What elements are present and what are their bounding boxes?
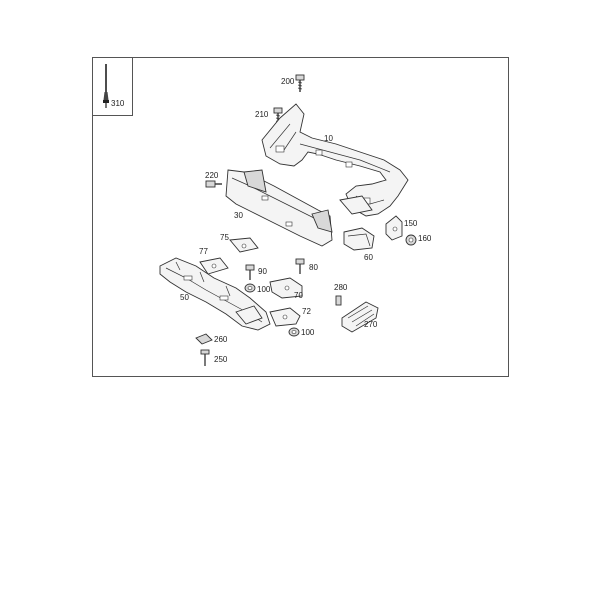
fastener-rod-icon [103,64,109,108]
callout-210: 210 [255,110,269,119]
clip-icon-260 [195,333,213,345]
bracket-77 [199,257,229,275]
washer-icon-100-lower [288,327,300,337]
callout-30: 30 [234,211,243,220]
callout-280: 280 [334,283,348,292]
callout-310: 310 [111,99,125,108]
callout-200: 200 [281,77,295,86]
callout-90: 90 [258,267,267,276]
detail-inset-box [93,58,133,116]
callout-160: 160 [418,234,432,243]
bracket-150 [385,215,403,241]
bumper-cross-member-30 [225,169,333,247]
nut-icon-160 [405,234,417,246]
bracket-75 [229,237,259,253]
callout-60: 60 [364,253,373,262]
bracket-70 [269,277,303,299]
callout-77: 77 [199,247,208,256]
bolt-icon-220 [205,180,222,188]
screw-icon-250 [200,349,210,366]
callout-220: 220 [205,171,219,180]
callout-70: 70 [294,291,303,300]
callout-75: 75 [220,233,229,242]
callout-270: 270 [364,320,378,329]
clip-icon-280 [335,295,342,306]
callout-72: 72 [302,307,311,316]
callout-100-lower: 100 [301,328,315,337]
crash-box-60 [343,227,375,251]
callout-150: 150 [404,219,418,228]
lower-carrier-50 [159,257,271,331]
bolt-icon-80 [295,258,305,274]
bracket-72 [269,307,301,327]
bolt-icon-90 [245,264,255,280]
callout-80: 80 [309,263,318,272]
callout-260: 260 [214,335,228,344]
front-module-carrier-10 [261,103,409,217]
callout-250: 250 [214,355,228,364]
callout-100-upper: 100 [257,285,271,294]
mounting-block-270 [341,301,379,333]
callout-10: 10 [324,134,333,143]
washer-icon-100-upper [244,283,256,293]
bolt-icon-200 [295,74,305,92]
callout-50: 50 [180,293,189,302]
